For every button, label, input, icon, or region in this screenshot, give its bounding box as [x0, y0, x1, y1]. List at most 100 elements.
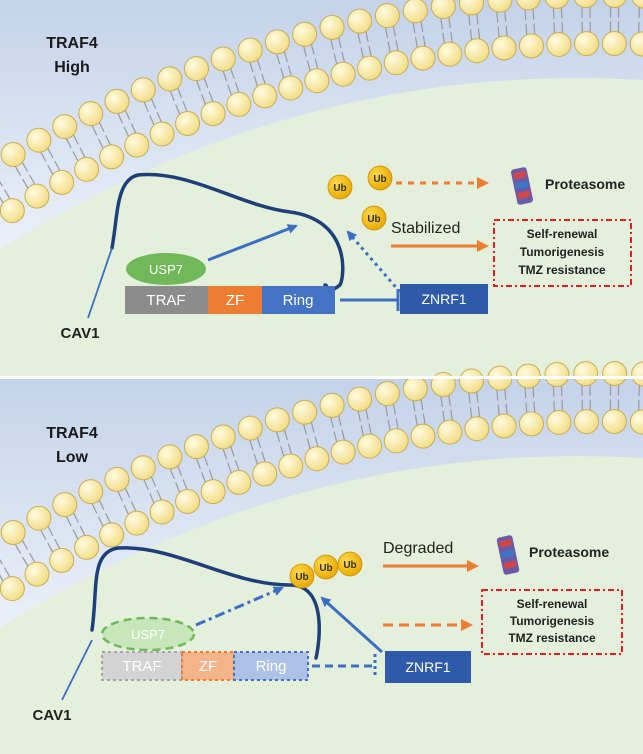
lipid-tail	[329, 37, 334, 50]
condition-label-line1: TRAF4	[46, 35, 98, 52]
panel-high: TRAF4 High CAV1 USP7 TRAF ZF Ring ZNRF1 …	[0, 0, 643, 377]
lipid-tail	[248, 438, 254, 451]
lipid-tail	[442, 32, 446, 45]
lipid-tail	[275, 52, 281, 65]
lipid-tail	[229, 66, 235, 79]
lipid-head	[374, 381, 400, 407]
lipid-tail	[149, 493, 156, 505]
lipid-tail	[21, 160, 29, 172]
zf-domain	[208, 286, 262, 314]
cav1-protein-line	[90, 546, 321, 660]
lipid-head	[410, 423, 436, 449]
traf-domain	[125, 286, 208, 314]
lipid-tail	[229, 444, 235, 457]
lipid-tail	[72, 151, 80, 163]
lipid-tail	[261, 73, 267, 86]
lipid-tail	[395, 40, 399, 53]
lipid-head	[52, 114, 78, 140]
lipid-tail	[448, 393, 451, 406]
lipid-tail	[176, 464, 183, 477]
lipid-head	[124, 510, 150, 536]
lipid-tail	[468, 391, 471, 404]
lipid-tail	[0, 196, 5, 205]
lipid-tail	[475, 12, 479, 25]
lipid-tail	[497, 404, 500, 417]
lipid-tail	[450, 31, 454, 44]
lipid-head	[546, 31, 572, 57]
lipid-tail	[208, 91, 214, 104]
lipid-tail	[72, 133, 79, 145]
ubiquitin	[361, 205, 387, 231]
lipid-head	[26, 505, 52, 531]
lipid-head	[210, 424, 236, 450]
lipid-tail	[412, 399, 416, 412]
lipid-head	[78, 101, 104, 127]
cav1-label: CAV1	[33, 707, 72, 724]
lipid-head	[319, 14, 345, 40]
effects-box	[481, 589, 623, 655]
lipid-head	[124, 132, 150, 158]
lipid-tail	[310, 420, 315, 433]
ubiquitin-label: Ub	[343, 560, 356, 571]
lipid-tail	[79, 147, 87, 159]
lipid-tail	[150, 97, 157, 109]
lipid-head	[402, 0, 428, 24]
lipid-head	[601, 408, 627, 434]
lipid-head	[252, 83, 278, 109]
lipid-tail	[395, 418, 399, 431]
lipid-head	[292, 21, 318, 47]
lipid-tail	[182, 101, 189, 113]
lipid-head	[175, 488, 201, 514]
ubiquitin	[367, 165, 393, 191]
lipid-tail	[22, 556, 30, 568]
znrf1-label: ZNRF1	[405, 659, 450, 675]
lipid-head	[357, 55, 383, 81]
lipid-head	[74, 156, 100, 182]
ring-domain-label: Ring	[283, 292, 314, 309]
proteasome-icon	[510, 167, 534, 205]
lipid-head	[49, 169, 75, 195]
lipid-head	[602, 360, 628, 386]
lipid-tail	[227, 462, 233, 475]
lipid-tail	[442, 410, 446, 423]
proteasome-label: Proteasome	[545, 176, 625, 192]
lipid-tail	[387, 41, 392, 54]
lipid-tail	[29, 174, 37, 186]
lipid-head	[292, 399, 318, 425]
proteasome-label: Proteasome	[529, 544, 609, 560]
znrf1-label: ZNRF1	[421, 291, 466, 307]
lipid-head	[226, 469, 252, 495]
lipid-head	[0, 519, 26, 545]
lipid-head	[157, 444, 183, 470]
lipid-tail	[302, 44, 307, 57]
lipid-tail	[130, 501, 137, 513]
lipid-tail	[39, 528, 47, 540]
lipid-head	[631, 361, 643, 387]
lipid-tail	[227, 84, 233, 97]
lipid-head	[518, 411, 544, 437]
lipid-tail	[14, 542, 22, 554]
ubiquitin	[337, 551, 363, 577]
lipid-head	[491, 413, 517, 439]
lipid-tail	[54, 160, 62, 173]
lipid-head	[210, 46, 236, 72]
cav1-pointer	[87, 247, 113, 319]
lipid-tail	[156, 111, 163, 124]
lipid-tail	[469, 29, 473, 42]
cav1-protein-line	[110, 172, 345, 294]
lipid-tail	[275, 430, 281, 443]
traf-domain-label: TRAF	[146, 292, 185, 309]
lipid-head	[278, 75, 304, 101]
lipid-tail	[46, 524, 54, 536]
lipid-head	[374, 3, 400, 29]
lipid-head	[130, 77, 156, 103]
lipid-tail	[182, 479, 189, 491]
lipid-tail	[98, 120, 105, 132]
lipid-tail	[341, 429, 346, 442]
lipid-tail	[175, 482, 181, 494]
lipid-tail	[256, 436, 262, 449]
lipid-tail	[314, 58, 319, 71]
lipid-head	[0, 198, 25, 224]
lipid-head	[304, 446, 330, 472]
effect-tmz-resistance: TMZ resistance	[518, 263, 606, 277]
